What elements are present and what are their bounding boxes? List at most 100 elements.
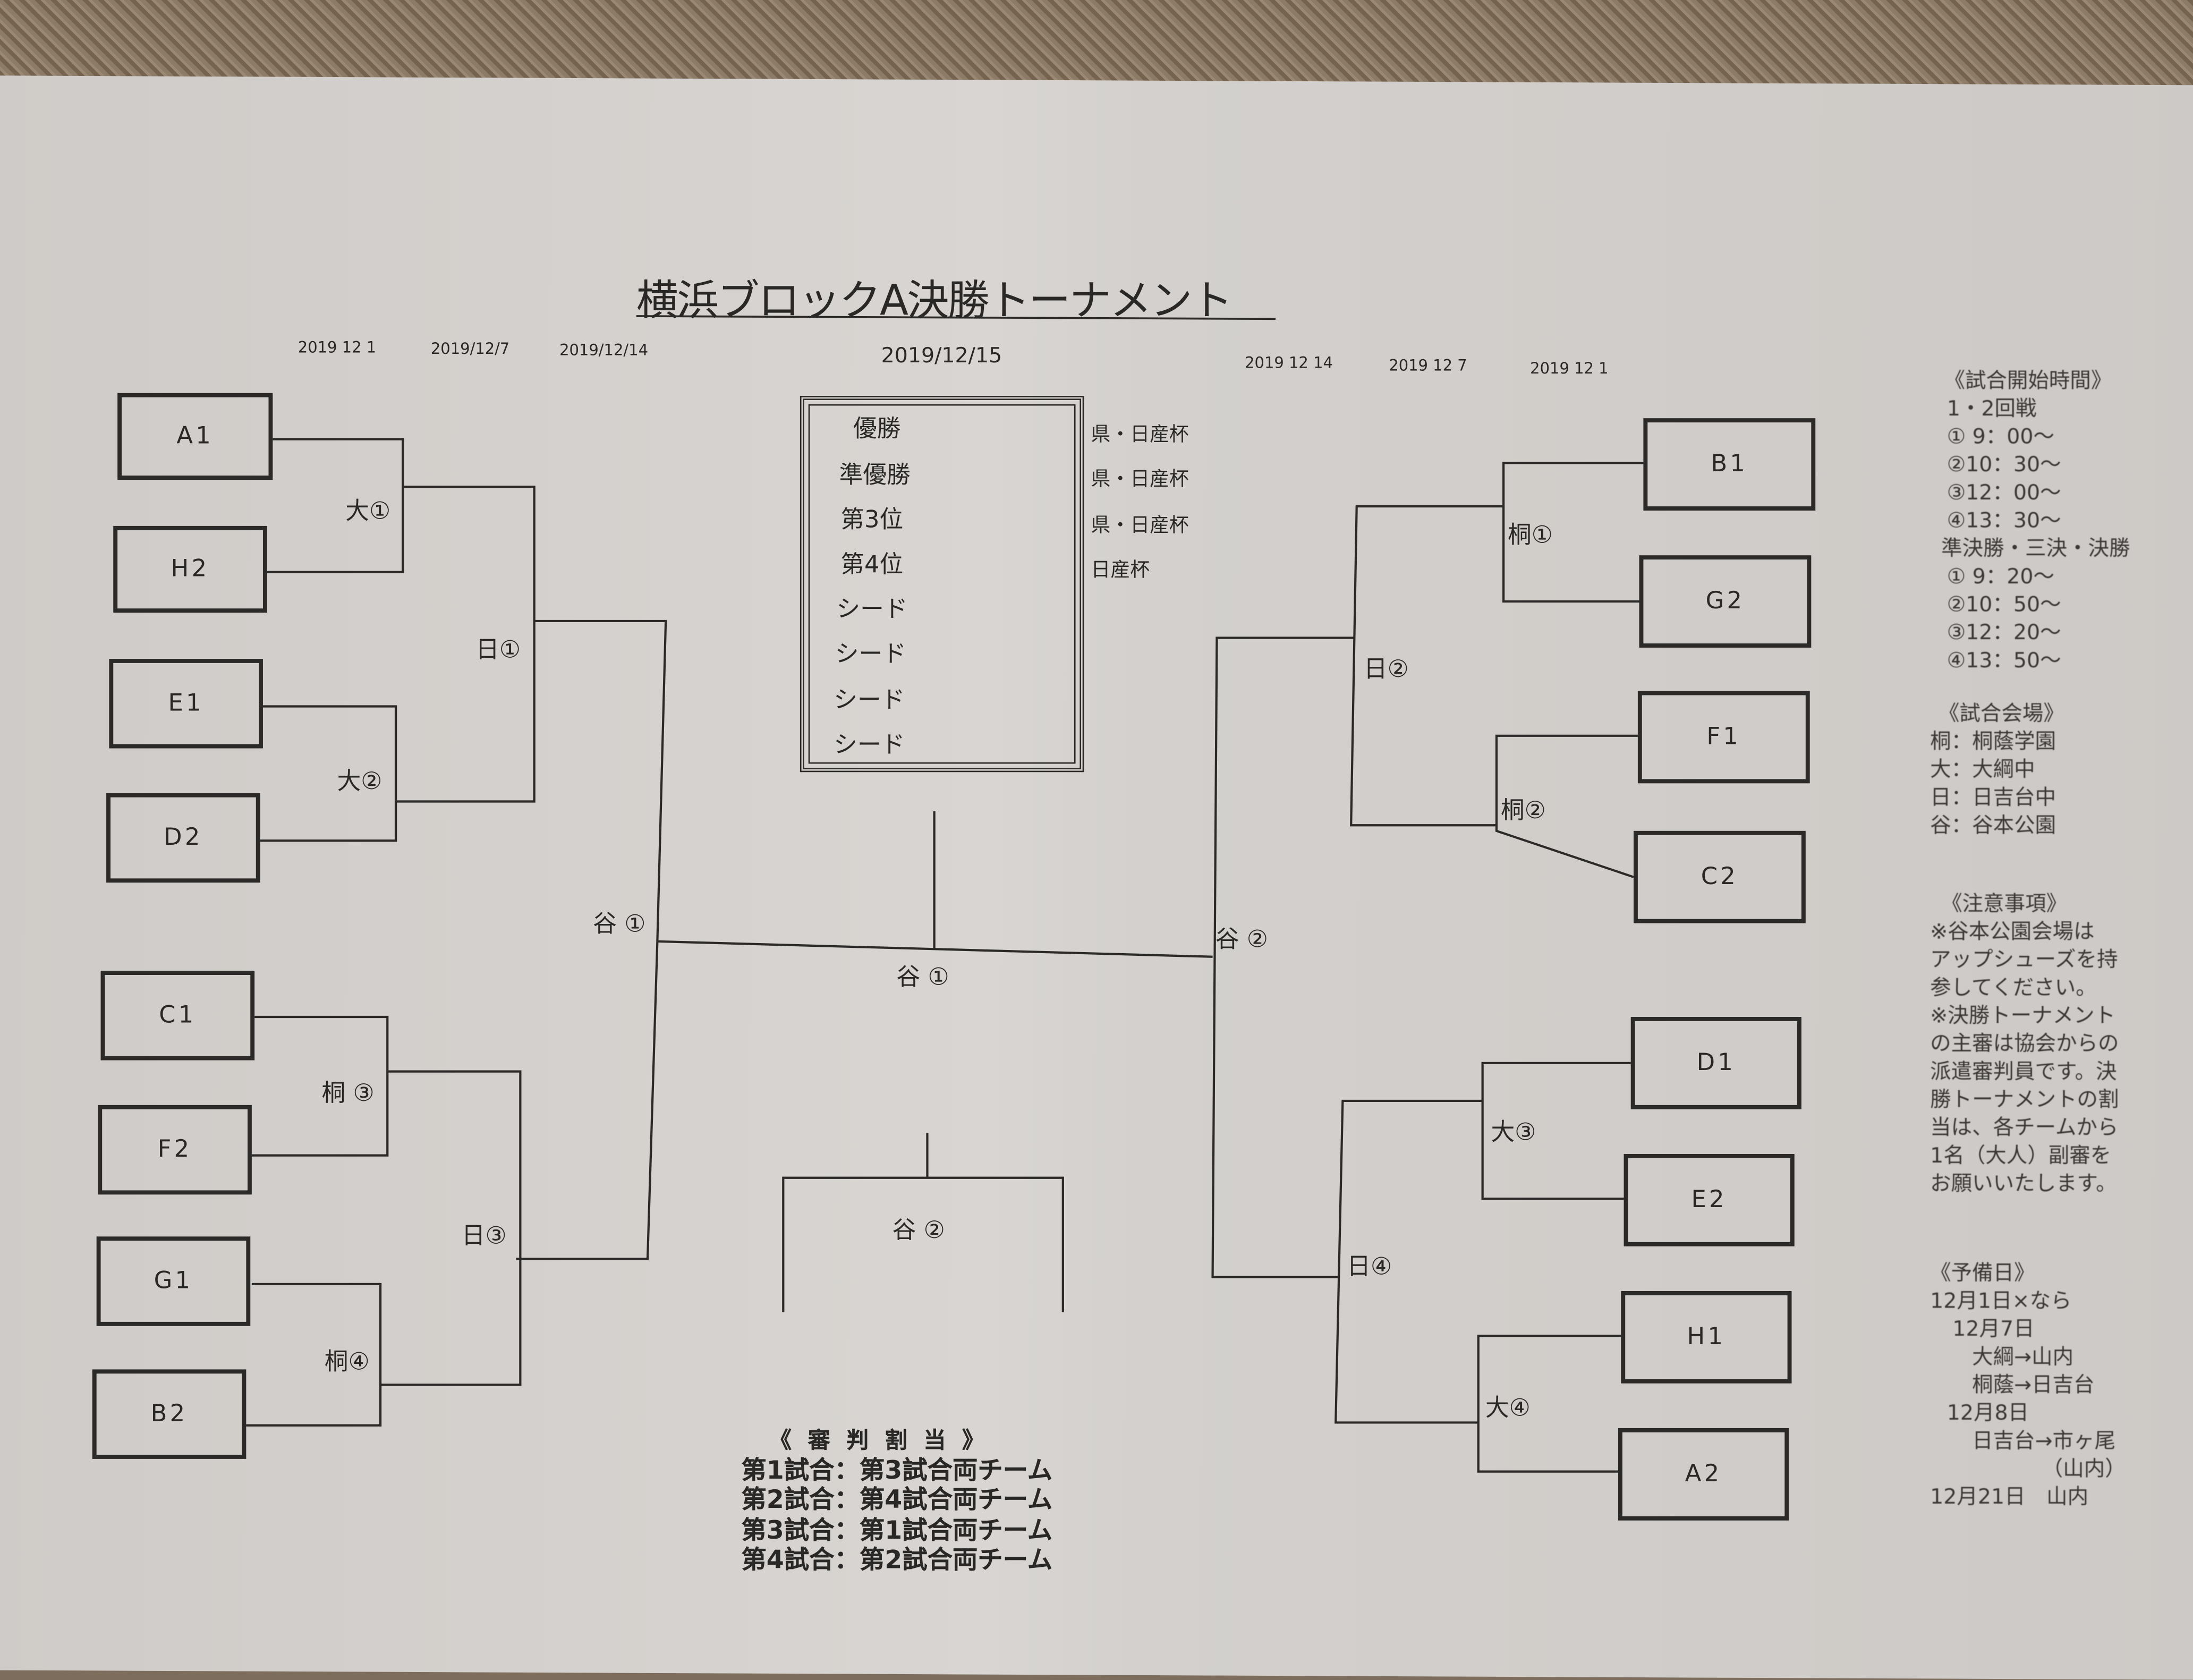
place-label: 第4位: [840, 551, 904, 579]
date-left-semi: 2019/12/14: [559, 341, 649, 360]
bracket-line: [396, 486, 536, 803]
caution-line: 派遣審判員です。決: [1930, 1058, 2117, 1084]
team-box: E2: [1624, 1153, 1795, 1246]
start-time-line: ③12：20～: [1946, 620, 2061, 645]
team-box: C1: [100, 971, 255, 1060]
caution-line: の主審は協会からの: [1930, 1031, 2119, 1056]
match-label: 桐①: [1508, 521, 1553, 550]
team-box: H2: [113, 525, 267, 613]
reserve-line: 日吉台→市ヶ尾: [1972, 1428, 2116, 1454]
referee-line: 第4試合：第2試合両チーム: [741, 1546, 1053, 1575]
award-label: 県・日産杯: [1091, 514, 1189, 537]
venues-heading: 《試合会場》: [1938, 700, 2064, 726]
match-label: 大④: [1485, 1394, 1531, 1423]
start-time-line: ③12：00～: [1946, 480, 2061, 505]
team-box: C2: [1633, 830, 1806, 923]
bracket-line: [516, 620, 667, 1260]
bracket-line: [267, 438, 404, 573]
venue-line: 日：日吉台中: [1930, 784, 2056, 810]
team-box: A1: [117, 393, 273, 480]
match-label: 大③: [1491, 1119, 1536, 1147]
final-match-label: 谷 ①: [896, 963, 949, 992]
venue-line: 谷：谷本公園: [1930, 812, 2056, 838]
start-times-heading: 《試合開始時間》: [1944, 368, 2112, 393]
team-box: B1: [1643, 418, 1816, 511]
caution-line: 当は、各チームから: [1930, 1115, 2119, 1140]
place-label: 第3位: [840, 506, 904, 534]
place-label: シード: [836, 596, 908, 624]
match-label: 桐 ③: [321, 1080, 375, 1108]
team-box: G2: [1639, 555, 1812, 648]
match-label: 日③: [461, 1222, 507, 1251]
date-right-semi: 2019 12 14: [1245, 354, 1333, 372]
referee-line: 第1試合：第3試合両チーム: [741, 1456, 1053, 1486]
team-box: D1: [1630, 1016, 1801, 1109]
bracket-line: [1211, 637, 1354, 1278]
cautions-heading: 《注意事項》: [1941, 891, 2068, 917]
date-right-r1: 2019 12 1: [1530, 359, 1609, 378]
match-label: 日①: [475, 636, 521, 665]
start-time-line: ④13：50～: [1946, 647, 2061, 673]
bracket-line: [1502, 462, 1644, 603]
bracket-line: [251, 1015, 389, 1157]
match-label: 大①: [345, 498, 391, 526]
place-label: 準優勝: [839, 461, 911, 490]
bracket-line: [246, 1283, 382, 1427]
team-box: F1: [1637, 691, 1810, 784]
start-time-line: ②10：30～: [1946, 452, 2061, 477]
match-label: 桐④: [324, 1348, 370, 1377]
bracket-line: [1481, 1062, 1631, 1200]
start-time-line: ②10：50～: [1946, 591, 2061, 617]
reserve-line: 大綱→山内: [1972, 1344, 2074, 1370]
title-underline: [636, 315, 1276, 320]
venue-line: 大：大綱中: [1930, 757, 2035, 782]
page-title: 横浜ブロックA決勝トーナメント: [636, 277, 1233, 326]
reserve-line: （山内）: [2042, 1456, 2126, 1482]
referee-line: 第3試合：第1試合両チーム: [741, 1516, 1053, 1546]
team-box: H1: [1621, 1291, 1792, 1384]
venue-line: 桐：桐蔭学園: [1930, 728, 2056, 754]
bracket-line: [1350, 505, 1504, 827]
place-label: シード: [834, 686, 905, 715]
team-box: A2: [1618, 1428, 1789, 1521]
date-right-r2: 2019 12 7: [1389, 357, 1467, 375]
reserve-line: 12月8日: [1946, 1400, 2029, 1426]
place-label: シード: [835, 640, 906, 669]
team-box: G1: [96, 1236, 251, 1326]
reserve-line: 12月7日: [1952, 1316, 2035, 1342]
bracket-line: [260, 705, 397, 842]
start-time-line: ① 9：00～: [1946, 423, 2055, 449]
reserve-heading: 《予備日》: [1930, 1260, 2035, 1286]
match-label: 大②: [337, 768, 382, 796]
place-label: シード: [834, 731, 905, 760]
award-label: 日産杯: [1091, 559, 1150, 582]
caution-line: 1名（大人）副審を: [1930, 1142, 2112, 1168]
award-label: 県・日産杯: [1091, 423, 1189, 446]
caution-line: ※谷本公園会場は: [1930, 919, 2095, 945]
start-time-line: ④13：30～: [1946, 507, 2061, 533]
match-label: 谷 ①: [593, 910, 646, 939]
third-place-match-label: 谷 ②: [892, 1217, 945, 1245]
referee-title: 《 審 判 割 当 》: [769, 1427, 989, 1454]
start-time-line: 1・2回戦: [1946, 396, 2037, 421]
bracket-line: [1477, 1335, 1621, 1473]
reserve-line: 12月21日 山内: [1930, 1484, 2089, 1509]
caution-line: 参してください。: [1930, 974, 2097, 1000]
team-box: B2: [92, 1369, 246, 1459]
place-label: 優勝: [853, 415, 901, 444]
match-label: 日②: [1363, 656, 1409, 684]
date-left-r2: 2019/12/7: [430, 340, 510, 358]
caution-line: ※決勝トーナメント: [1930, 1003, 2116, 1029]
bracket-line: [782, 1176, 1064, 1312]
bracket-line: [657, 940, 1213, 958]
start-time-line: ① 9：20～: [1946, 563, 2055, 589]
match-label: 谷 ②: [1215, 926, 1268, 954]
team-box: D2: [106, 793, 260, 883]
bracket-line: [1495, 734, 1638, 878]
reserve-line: 桐蔭→日吉台: [1972, 1372, 2095, 1398]
bracket-lines: [246, 315, 1644, 1473]
date-final: 2019/12/15: [881, 343, 1002, 368]
caution-line: アップシューズを持: [1930, 947, 2118, 972]
